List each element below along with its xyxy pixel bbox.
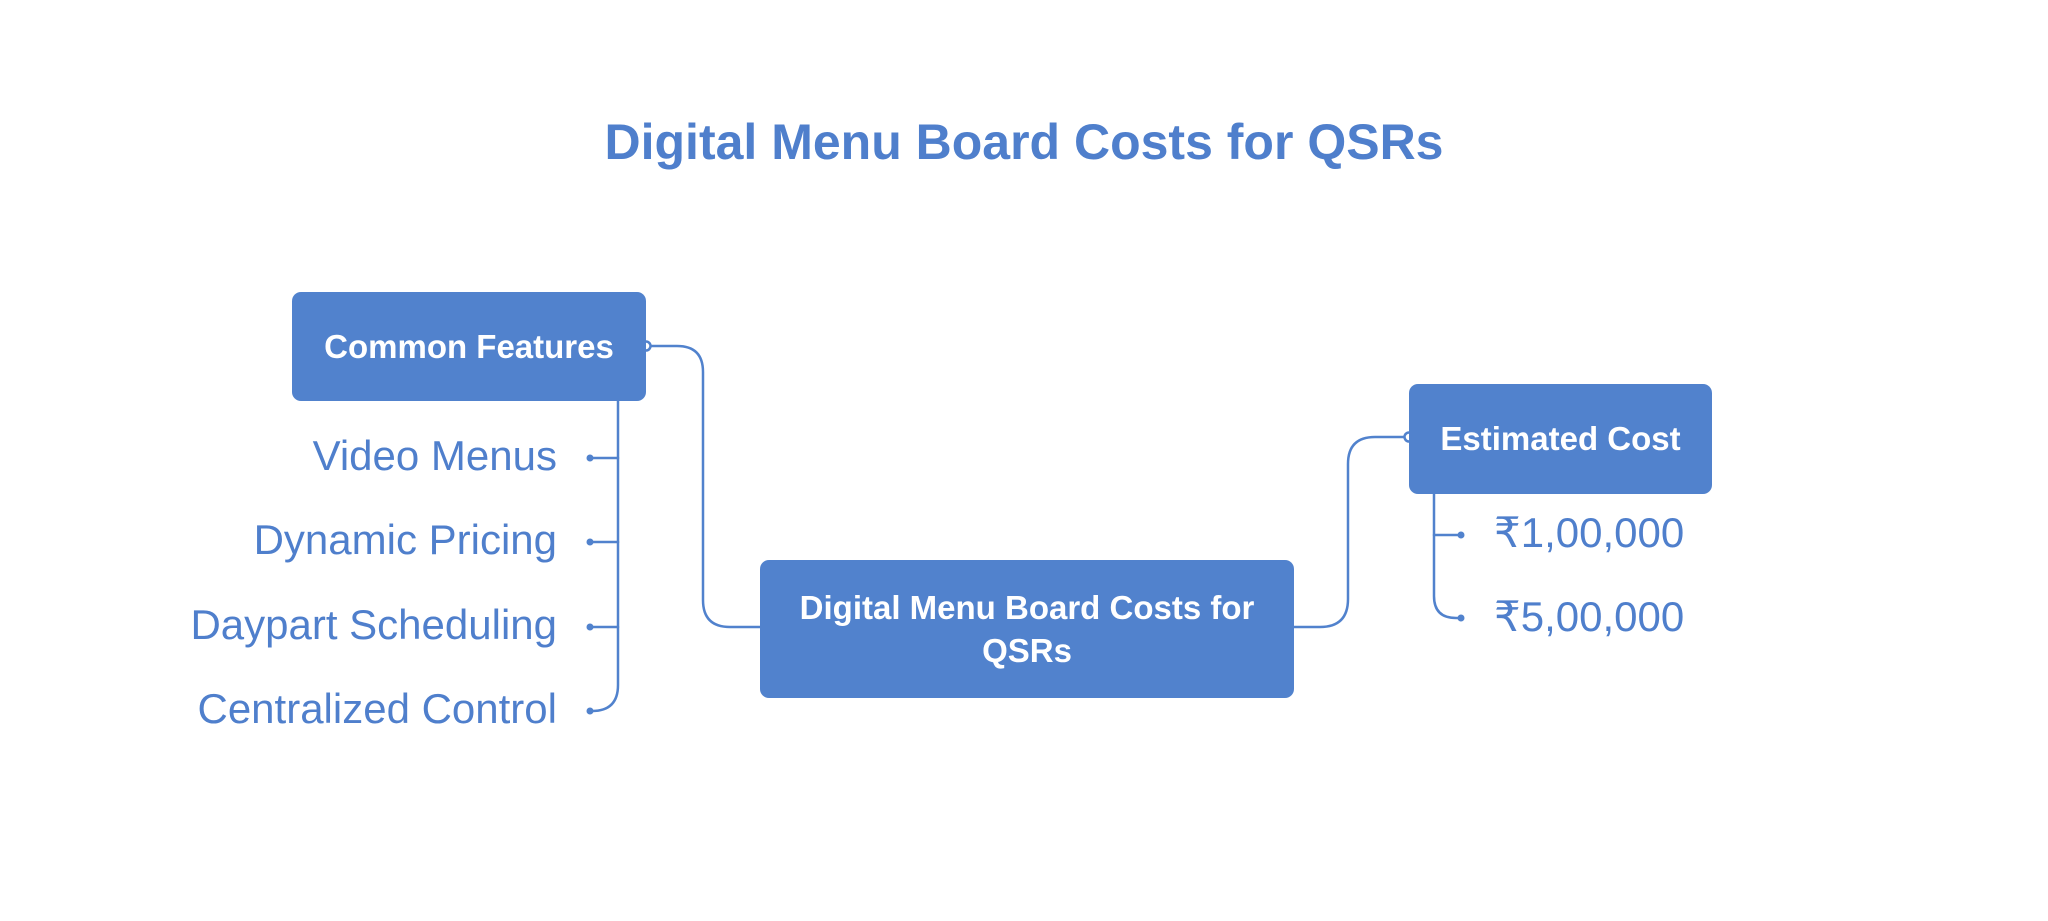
dot-cost-1: [1457, 531, 1465, 539]
connector-features-to-center: [644, 344, 762, 629]
node-estimated-cost-label: Estimated Cost: [1440, 420, 1681, 457]
node-estimated-cost: Estimated Cost: [1409, 384, 1712, 494]
leaf-cost-1: ₹1,00,000: [1494, 509, 1685, 556]
dot-dynamic-pricing: [586, 538, 594, 546]
node-center-topic-label: Digital Menu Board Costs for QSRs: [799, 589, 1255, 669]
dot-centralized-control: [586, 707, 594, 715]
leaf-dynamic-pricing: Dynamic Pricing: [253, 516, 557, 563]
dot-cost-2: [1457, 614, 1465, 622]
node-common-features-label: Common Features: [324, 327, 614, 365]
node-center-topic: Digital Menu Board Costs for QSRs: [760, 560, 1294, 698]
leaf-daypart-scheduling: Daypart Scheduling: [190, 601, 557, 648]
dot-video-menus: [586, 454, 594, 462]
leaf-centralized-control: Centralized Control: [197, 685, 557, 732]
connector-center-to-cost: [1292, 435, 1411, 629]
features-trunk: [588, 399, 620, 713]
node-common-features: Common Features: [292, 292, 646, 401]
dot-daypart-scheduling: [586, 623, 594, 631]
leaf-cost-2: ₹5,00,000: [1494, 593, 1685, 640]
leaf-video-menus: Video Menus: [312, 432, 557, 479]
diagram-title: Digital Menu Board Costs for QSRs: [604, 114, 1444, 170]
cost-trunk: [1432, 492, 1463, 620]
